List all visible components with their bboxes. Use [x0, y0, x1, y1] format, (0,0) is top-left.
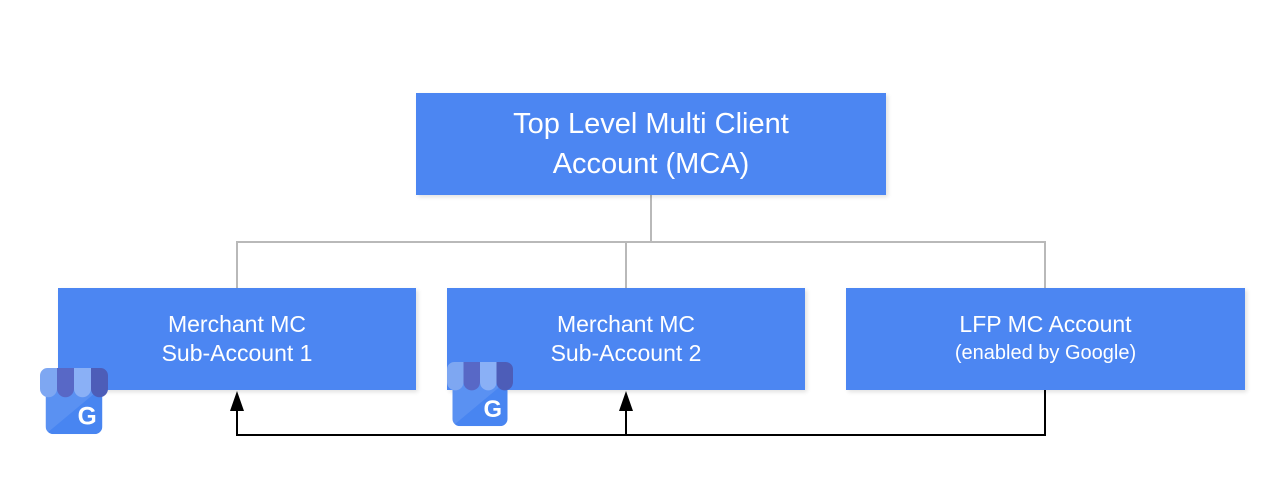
- connector-horizontal-bar: [236, 241, 1046, 243]
- node-label-line1: Merchant MC: [556, 311, 696, 337]
- node-label-line2: Sub-Account 2: [550, 340, 702, 366]
- arrow-line-horizontal: [236, 434, 1046, 436]
- node-label-line1: LFP MC Account: [959, 311, 1132, 337]
- gmb-storefront-body: [45, 386, 103, 435]
- gmb-awning: [40, 368, 108, 398]
- gmb-awning: [447, 362, 513, 391]
- google-my-business-icon: G: [447, 362, 513, 433]
- connector-drop-sub2: [625, 241, 627, 288]
- arrow-stem-sub1: [236, 409, 238, 436]
- node-label-line2: Sub-Account 1: [161, 340, 313, 366]
- google-g-letter: G: [78, 404, 97, 431]
- node-top-level-mca: Top Level Multi Client Account (MCA): [416, 93, 886, 195]
- node-lfp-mc-account: LFP MC Account (enabled by Google): [846, 288, 1245, 390]
- google-g-letter: G: [484, 396, 503, 423]
- node-label-line1: Top Level Multi Client: [513, 108, 789, 140]
- google-my-business-icon: G: [40, 368, 108, 441]
- node-label-line1: Merchant MC: [167, 311, 307, 337]
- arrowhead-into-sub1: [230, 391, 244, 411]
- node-label-line2: (enabled by Google): [954, 342, 1137, 364]
- arrow-line-lfp-drop: [1044, 390, 1046, 436]
- gmb-storefront-body: [452, 380, 508, 427]
- node-label-line2: Account (MCA): [552, 148, 750, 180]
- connector-drop-sub1: [236, 241, 238, 288]
- connector-mca-stem: [650, 195, 652, 243]
- connector-drop-lfp: [1044, 241, 1046, 288]
- arrow-stem-sub2: [625, 409, 627, 436]
- arrowhead-into-sub2: [619, 391, 633, 411]
- node-merchant-sub-account-1: Merchant MC Sub-Account 1: [58, 288, 416, 390]
